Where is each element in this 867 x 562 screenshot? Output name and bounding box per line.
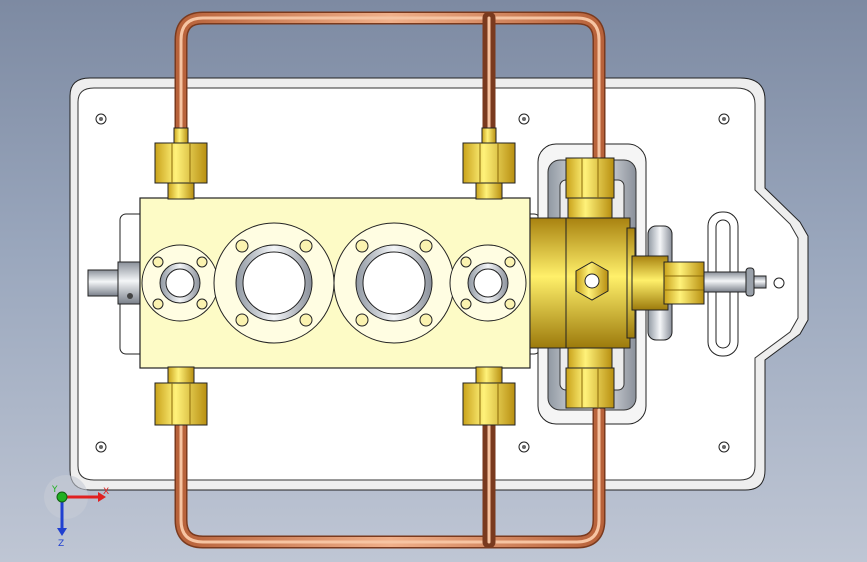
port-small-left <box>141 244 219 322</box>
tab-hole <box>773 277 785 289</box>
left-shaft[interactable] <box>87 261 143 305</box>
manifold-ports[interactable] <box>141 222 527 344</box>
fitting-bottom-left <box>154 366 208 426</box>
port-large-1 <box>213 222 335 344</box>
pipe-fittings[interactable] <box>154 127 516 426</box>
port-small-right <box>449 244 527 322</box>
port-large-2 <box>333 222 455 344</box>
y-axis-dot <box>56 491 68 503</box>
x-axis-label: X <box>103 487 109 497</box>
valve-stem[interactable] <box>631 225 767 341</box>
fitting-top-right <box>462 127 516 200</box>
mounting-holes <box>95 113 785 453</box>
copper-pipe-loop[interactable] <box>174 11 606 549</box>
fitting-top-left <box>154 127 208 200</box>
fitting-bottom-right <box>462 366 516 426</box>
coordinate-triad: X Y Z <box>44 475 109 549</box>
y-axis-label: Y <box>51 485 58 495</box>
valve-body[interactable] <box>529 157 636 409</box>
z-axis-label: Z <box>58 539 64 549</box>
